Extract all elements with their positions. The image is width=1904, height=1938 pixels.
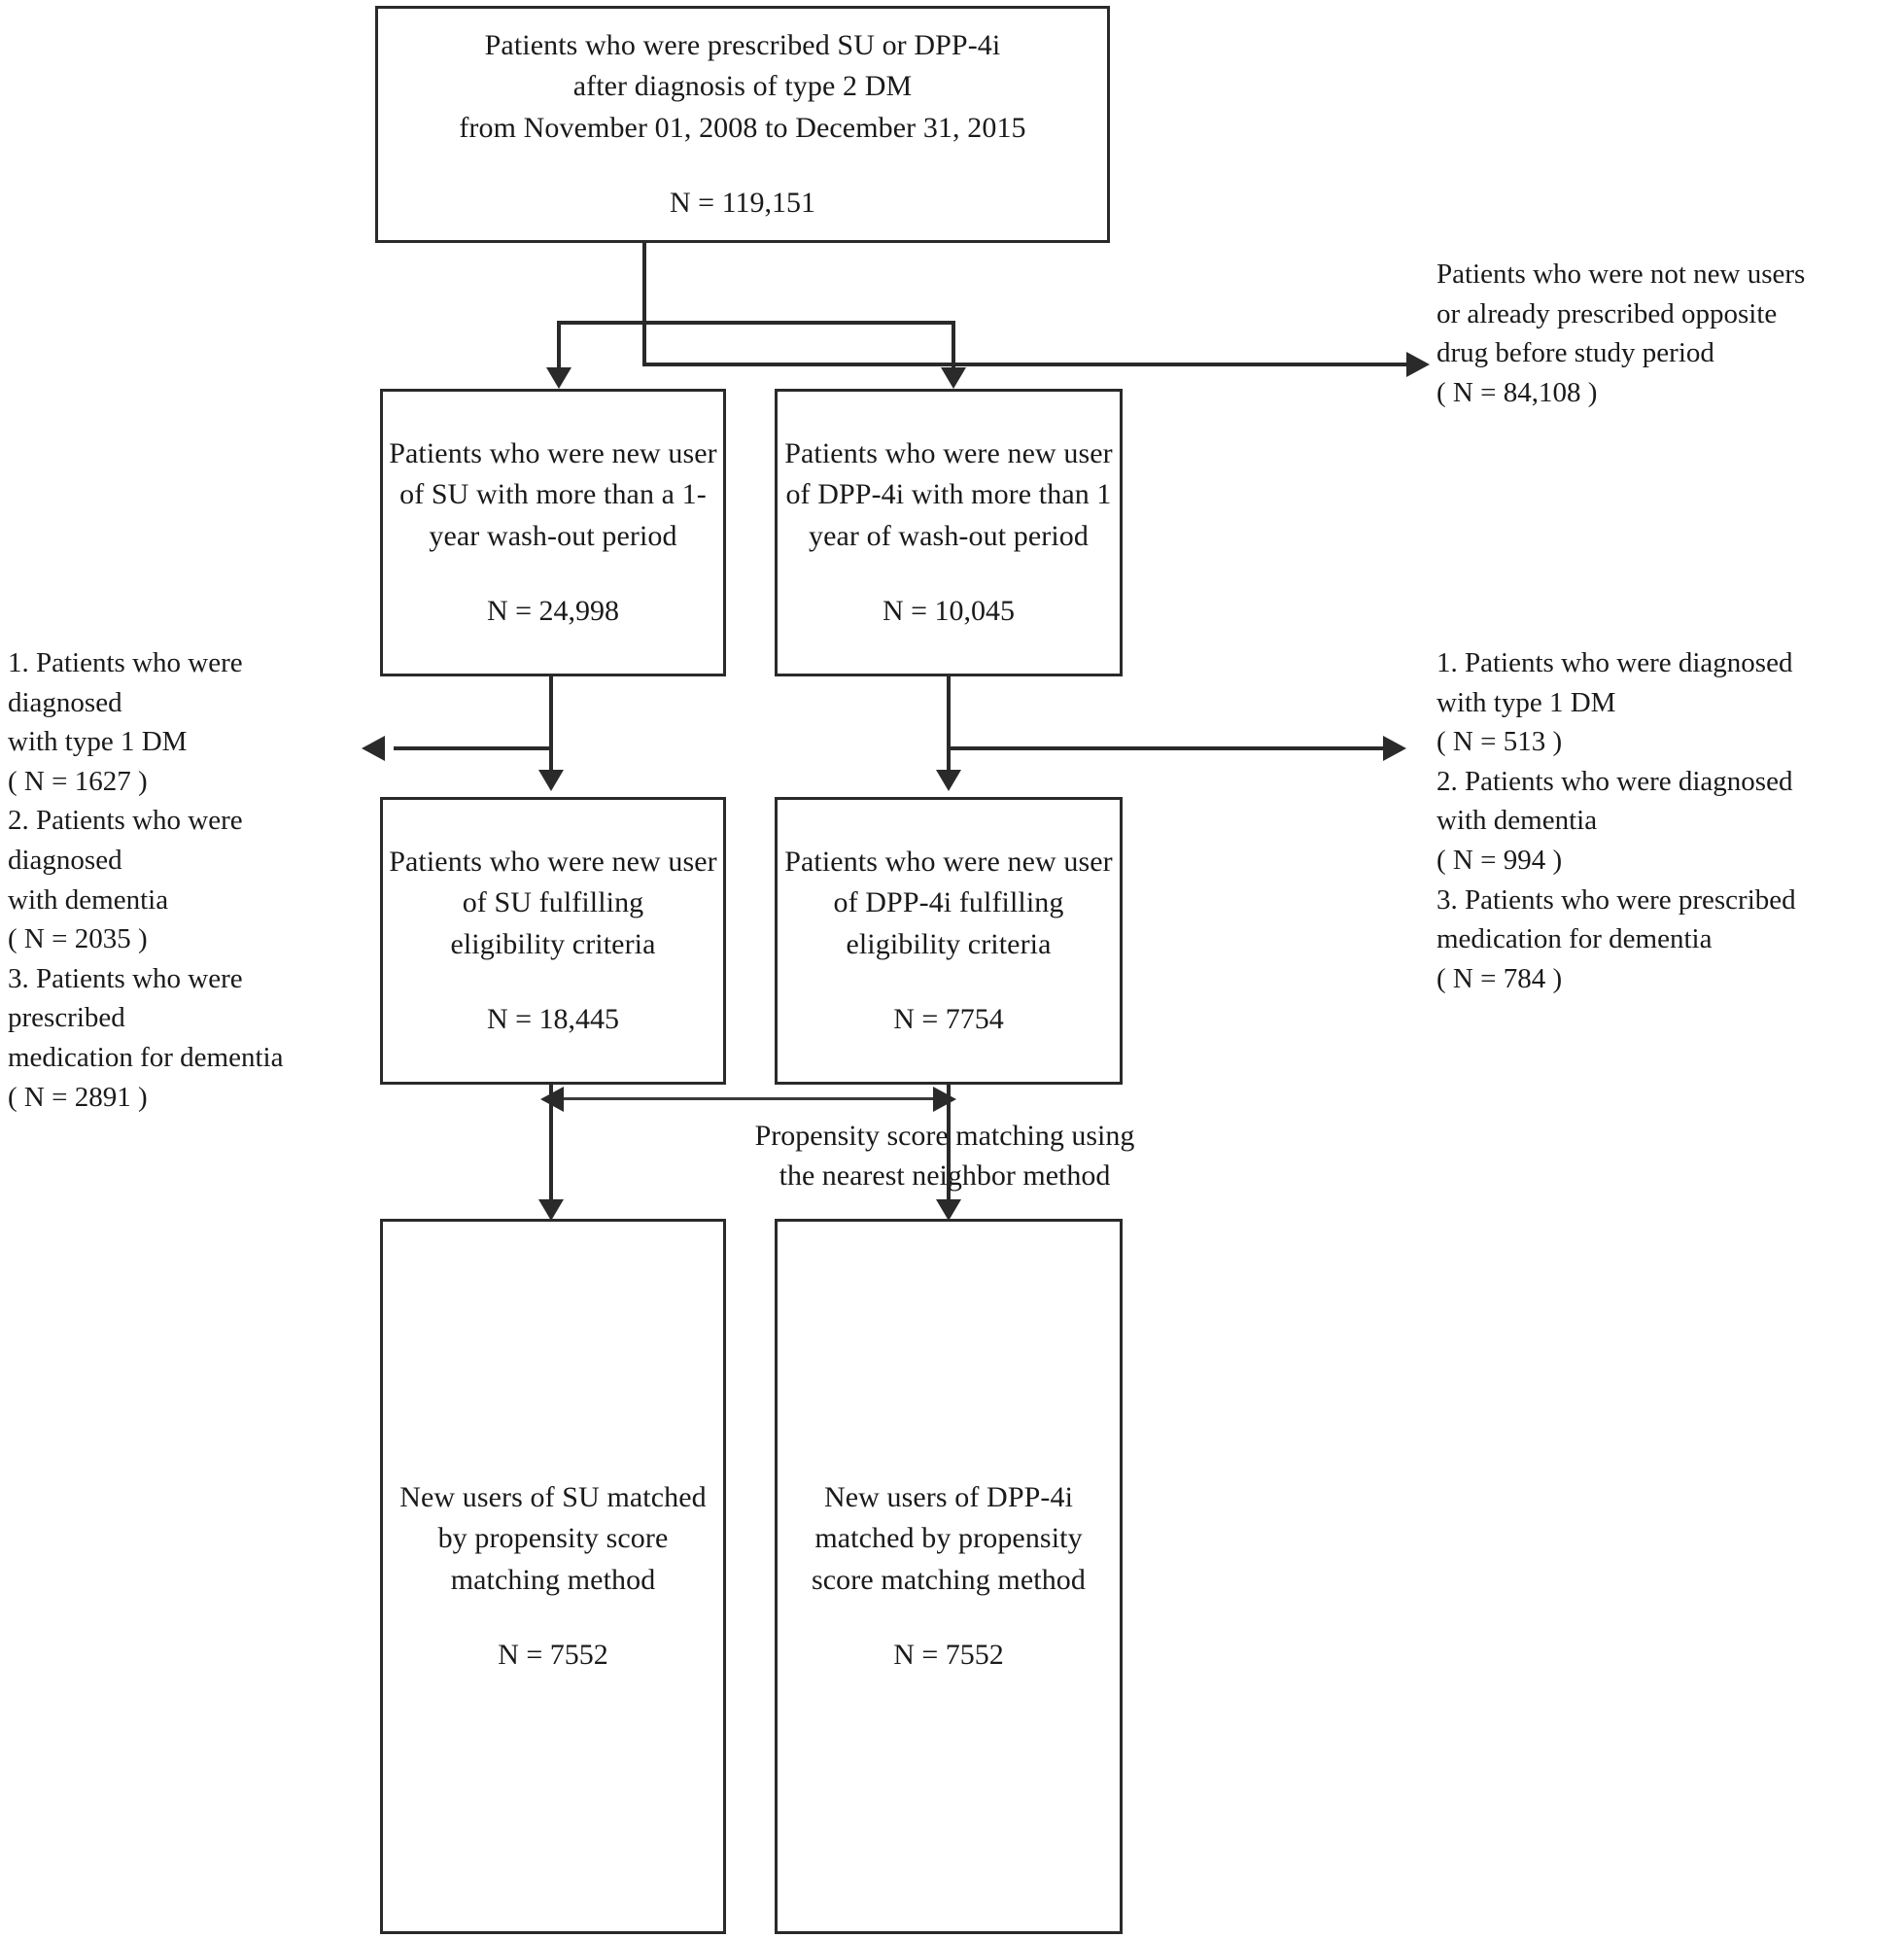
arrow-to-dpp-new-user (941, 367, 966, 389)
exclusion-left: 1. Patients who were diagnosed with type… (8, 647, 284, 1113)
arrow-to-su-new-user (546, 367, 571, 389)
connector-matching-doublearrow (562, 1097, 939, 1100)
node-su-eligible-count: N = 18,445 (486, 1002, 620, 1035)
arrow-matching-right (933, 1087, 956, 1112)
node-dpp-new-user: Patients who were new user of DPP-4i wit… (775, 389, 1123, 676)
node-cohort-count: N = 119,151 (670, 186, 815, 219)
exclusion-top-right: Patients who were not new users or alrea… (1437, 259, 1806, 408)
connector-split-left (557, 321, 561, 371)
node-su-new-user-count: N = 24,998 (486, 594, 620, 627)
arrow-to-su-matched (538, 1199, 564, 1221)
node-dpp-new-user-text: Patients who were new user of DPP-4i wit… (784, 436, 1113, 552)
arrow-dpp-exclusion (1383, 736, 1406, 761)
arrow-top-exclusion (1406, 352, 1430, 377)
connector-dpp-matched-stem (947, 1085, 951, 1205)
connector-split-bar (557, 321, 955, 325)
connector-cohort-stem (642, 243, 646, 364)
connector-su-exclusion-line (394, 746, 551, 750)
arrow-su-exclusion (362, 736, 385, 761)
node-dpp-new-user-count: N = 10,045 (882, 594, 1016, 627)
connector-split-right (952, 321, 955, 371)
node-su-eligible: Patients who were new user of SU fulfill… (380, 797, 726, 1085)
arrow-to-dpp-eligible (936, 770, 961, 791)
node-cohort-text: Patients who were prescribed SU or DPP-4… (459, 28, 1026, 144)
node-su-matched-count: N = 7552 (498, 1638, 608, 1671)
node-su-new-user-text: Patients who were new user of SU with mo… (389, 436, 717, 552)
node-su-matched: New users of SU matched by propensity sc… (380, 1219, 726, 1934)
node-dpp-matched: New users of DPP-4i matched by propensit… (775, 1219, 1123, 1934)
node-dpp-eligible-count: N = 7754 (893, 1002, 1004, 1035)
arrow-to-dpp-matched (936, 1199, 961, 1221)
exclusion-right: 1. Patients who were diagnosed with type… (1437, 647, 1796, 994)
connector-dpp-stem (947, 676, 951, 774)
node-dpp-matched-text: New users of DPP-4i matched by propensit… (811, 1480, 1087, 1596)
connector-top-exclusion-line (642, 363, 1410, 366)
node-su-matched-text: New users of SU matched by propensity sc… (399, 1480, 707, 1596)
arrow-matching-left (540, 1087, 564, 1112)
connector-dpp-exclusion-line (949, 746, 1386, 750)
node-su-eligible-text: Patients who were new user of SU fulfill… (389, 845, 717, 960)
connector-su-matched-stem (549, 1085, 553, 1205)
connector-su-stem (549, 676, 553, 774)
node-cohort: Patients who were prescribed SU or DPP-4… (375, 6, 1110, 243)
node-su-new-user: Patients who were new user of SU with mo… (380, 389, 726, 676)
node-dpp-eligible-text: Patients who were new user of DPP-4i ful… (784, 845, 1113, 960)
arrow-to-su-eligible (538, 770, 564, 791)
node-dpp-eligible: Patients who were new user of DPP-4i ful… (775, 797, 1123, 1085)
node-dpp-matched-count: N = 7552 (893, 1638, 1004, 1671)
caption-matching: Propensity score matching using the near… (754, 1120, 1135, 1193)
